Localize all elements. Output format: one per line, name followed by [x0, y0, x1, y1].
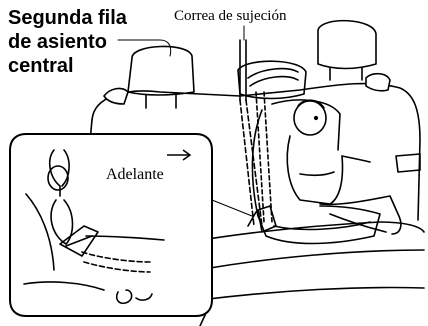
tether-anchor-icon	[47, 149, 99, 257]
title-leader-line	[117, 39, 172, 57]
right-headrest	[317, 19, 377, 81]
detail-inset	[9, 133, 213, 317]
strap-label: Correa de sujeción	[174, 8, 287, 24]
child-figure	[286, 99, 402, 235]
section-title-line-2: de asiento	[8, 31, 107, 53]
section-title-line-1: Segunda fila	[8, 7, 127, 29]
arrow-right-icon	[167, 149, 192, 161]
inset-pointer-line	[211, 199, 253, 217]
center-seat-top	[237, 60, 307, 100]
section-title-line-3: central	[8, 55, 74, 77]
center-belt-column	[239, 39, 263, 227]
forward-label: Adelante	[106, 166, 164, 183]
section-title: Segunda fila de asiento central	[8, 6, 168, 78]
left-headrest	[127, 45, 195, 109]
tether-strap	[247, 67, 299, 233]
